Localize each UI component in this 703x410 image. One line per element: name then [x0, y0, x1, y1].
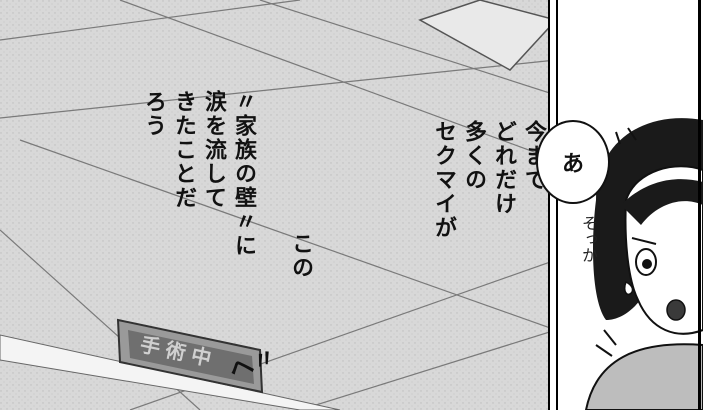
right-panel: そっか: [556, 0, 703, 410]
caption-line: 〃家族の壁〃に: [231, 90, 256, 258]
panel-border: [548, 0, 550, 410]
caption-family-wall: 〃家族の壁〃に涙を流してきたことだろう: [78, 90, 318, 290]
character-illustration: [556, 0, 703, 410]
left-panel: 手術中 ヘ〃 〃家族の壁〃に涙を流してきたことだろう この 今までどれだけ多くの…: [0, 0, 556, 410]
panel-gutter: [548, 0, 556, 410]
caption-line: ろう: [141, 90, 166, 138]
caption-line: セクマイが: [431, 120, 456, 240]
caption-line: どれだけ: [491, 120, 516, 216]
sfx-sokka: そっか: [579, 215, 598, 263]
caption-line: きたことだ: [171, 90, 196, 210]
caption-how-many: 今までどれだけ多くのセクマイが: [368, 120, 556, 300]
surgery-sign: [116, 318, 264, 394]
ceiling-illustration: [0, 0, 556, 410]
speech-bubble: あ: [536, 120, 610, 204]
panel-border: [698, 0, 701, 410]
caption-line: 多くの: [461, 120, 486, 192]
panel-border: [556, 0, 558, 410]
caption-kono: この: [288, 232, 313, 280]
caption-line: 涙を流して: [201, 90, 226, 210]
